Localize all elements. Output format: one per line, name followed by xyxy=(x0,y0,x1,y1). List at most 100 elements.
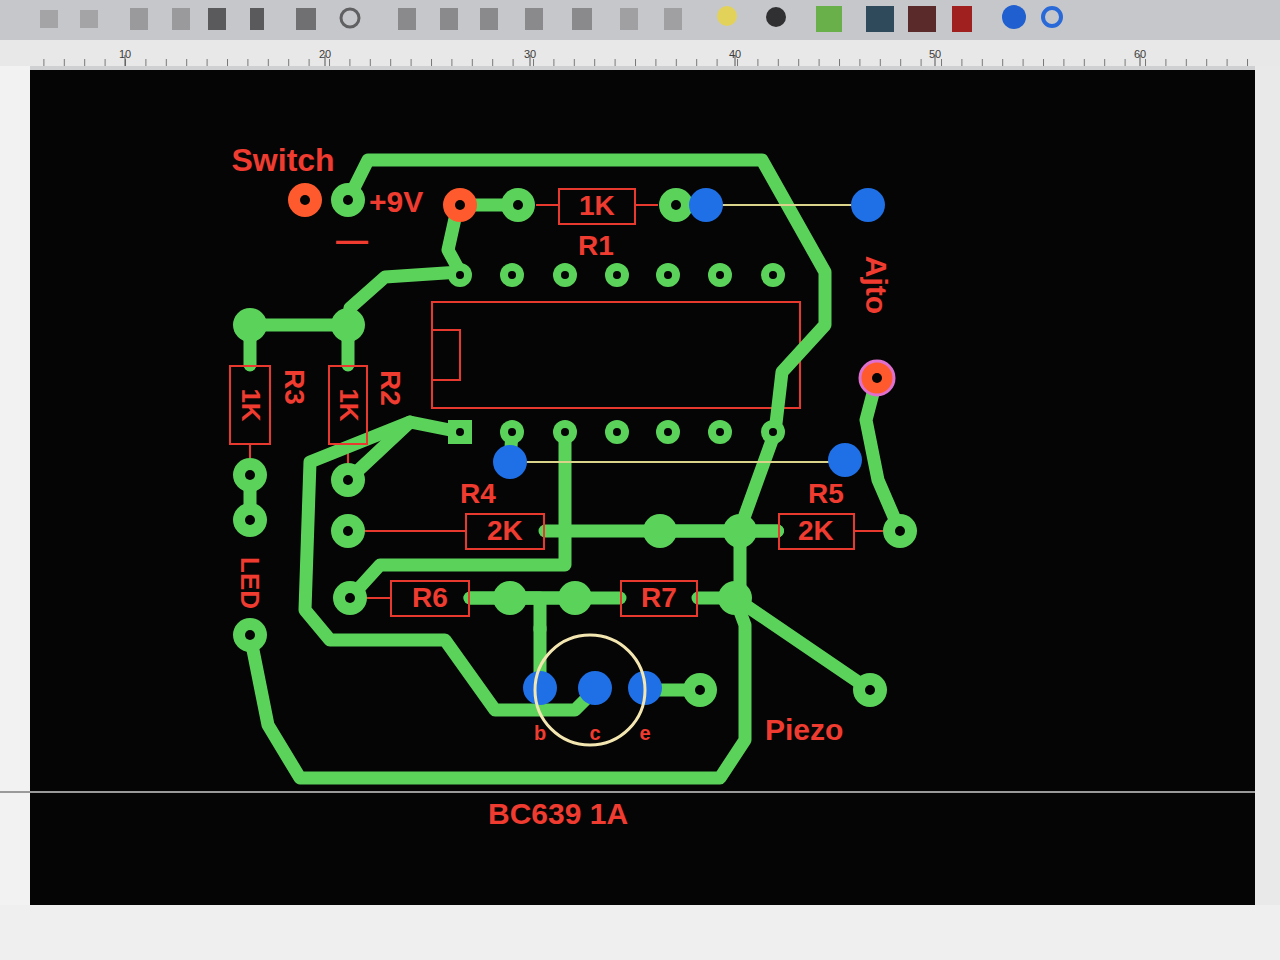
drill-hole xyxy=(456,271,464,279)
drill-hole xyxy=(769,428,777,436)
connector-label: Piezo xyxy=(765,715,843,745)
ruler-major-ticks xyxy=(125,55,1140,66)
pad xyxy=(443,188,477,222)
transistor-outline: bceBC639 1A xyxy=(530,630,650,750)
via xyxy=(493,445,527,479)
board-edge xyxy=(0,791,1255,793)
part-name: R2 xyxy=(376,370,404,406)
toolbar-icon xyxy=(398,8,416,30)
pad xyxy=(331,463,365,497)
part-name: R5 xyxy=(808,480,844,508)
pad xyxy=(683,673,717,707)
toolbar-icon xyxy=(250,8,264,30)
pcb-canvas xyxy=(30,70,1255,905)
toolbar-icon xyxy=(866,6,894,32)
drill-hole xyxy=(561,428,569,436)
drill-hole xyxy=(769,271,777,279)
toolbar-icon xyxy=(816,6,842,32)
toolbar-icon xyxy=(296,8,316,30)
toolbar-icon xyxy=(908,6,936,32)
ruler-number: 40 xyxy=(729,49,741,60)
ic-pin xyxy=(761,263,785,287)
ruler-number: 50 xyxy=(929,49,941,60)
drill-hole xyxy=(245,515,255,525)
toolbar-icon xyxy=(1002,5,1026,29)
pad xyxy=(233,458,267,492)
ic-pin xyxy=(656,263,680,287)
drill-hole xyxy=(513,200,523,210)
copper-trace xyxy=(348,272,460,325)
pad xyxy=(233,618,267,652)
part-name: R1 xyxy=(578,232,614,260)
drill-hole xyxy=(613,428,621,436)
drill-hole xyxy=(456,428,464,436)
pad xyxy=(331,514,365,548)
toolbar-icon xyxy=(572,8,592,30)
connector-label: +9V xyxy=(369,187,423,217)
drill-hole xyxy=(895,526,905,536)
ic-pin xyxy=(500,420,524,444)
toolbar-icon xyxy=(172,8,190,30)
toolbar-icon xyxy=(480,8,498,30)
ratsnest-line xyxy=(510,205,868,462)
drill-hole xyxy=(245,630,255,640)
connector-label: Switch xyxy=(232,144,335,176)
right-panel xyxy=(1255,66,1280,960)
drill-hole xyxy=(508,271,516,279)
drill-hole xyxy=(343,195,353,205)
pad xyxy=(659,188,693,222)
via xyxy=(689,188,723,222)
toolbar xyxy=(0,0,1280,40)
drill-hole xyxy=(245,470,255,480)
drill-hole xyxy=(300,195,310,205)
pad xyxy=(233,503,267,537)
ruler-number: 60 xyxy=(1134,49,1146,60)
copper-trace xyxy=(470,598,540,630)
ruler-number: 10 xyxy=(119,49,131,60)
copper-trace xyxy=(735,598,870,690)
drill-hole xyxy=(716,271,724,279)
ic-outline xyxy=(432,302,800,408)
pad xyxy=(853,673,887,707)
part-name: R7 xyxy=(641,584,677,612)
resistor-value: 1K xyxy=(335,388,361,421)
toolbar-icon xyxy=(1043,8,1061,26)
resistor-box: 2KR4 xyxy=(465,513,545,550)
drill-hole xyxy=(695,685,705,695)
toolbar-icon xyxy=(130,8,148,30)
connector-label: Ajto xyxy=(861,256,891,314)
copper-trace xyxy=(866,378,900,531)
ic-pin xyxy=(448,420,472,444)
part-name: R6 xyxy=(412,584,448,612)
pad xyxy=(333,581,367,615)
ic-pin xyxy=(656,420,680,444)
part-name: BC639 1A xyxy=(488,799,628,829)
part-name: R4 xyxy=(460,480,496,508)
drill-hole xyxy=(664,271,672,279)
drill-hole xyxy=(872,373,882,383)
resistor-box: 1KR2 xyxy=(328,365,368,445)
ic-pin xyxy=(708,420,732,444)
resistor-value: 2K xyxy=(487,517,523,545)
toolbar-icon xyxy=(664,8,682,30)
drill-hole xyxy=(508,428,516,436)
ruler-number: 30 xyxy=(524,49,536,60)
toolbar-icon xyxy=(341,9,359,27)
toolbar-icon xyxy=(40,10,58,28)
via xyxy=(851,188,885,222)
ic-pin xyxy=(500,263,524,287)
toolbar-icon xyxy=(952,6,972,32)
toolbar-icon xyxy=(525,8,543,30)
pad xyxy=(288,183,322,217)
drill-hole xyxy=(343,475,353,485)
resistor-box: 2KR5 xyxy=(778,513,855,550)
transistor-outline xyxy=(535,635,645,745)
drill-hole xyxy=(671,200,681,210)
drill-hole xyxy=(716,428,724,436)
pad xyxy=(331,183,365,217)
via xyxy=(828,443,862,477)
ruler xyxy=(0,40,1280,66)
